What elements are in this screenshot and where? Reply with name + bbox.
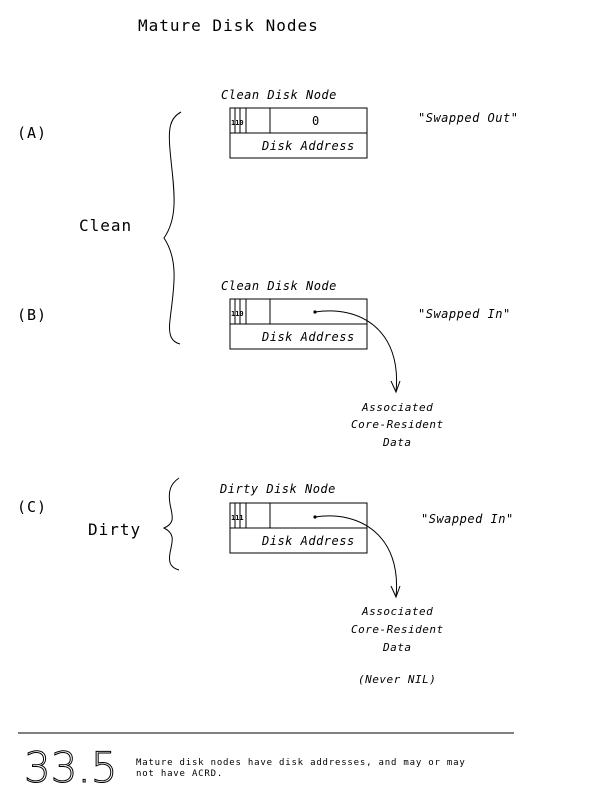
page-title: Mature Disk Nodes <box>138 16 319 35</box>
svg-text:Data: Data <box>382 436 412 449</box>
node-a-address: Disk Address <box>261 139 355 153</box>
node-c-box <box>229 502 368 554</box>
node-a-bits: 110 <box>231 119 244 127</box>
node-b-pointer-arrow <box>314 310 398 393</box>
node-c-bits: 111 <box>231 514 244 522</box>
label-b: (B) <box>17 306 47 324</box>
svg-text:Associated: Associated <box>361 401 433 414</box>
node-b-associated-data: Associated Core-Resident Data <box>351 401 444 449</box>
figure-number: 33.5 <box>24 743 118 792</box>
node-a-pointer: 0 <box>312 114 320 128</box>
label-dirty: Dirty <box>88 520 141 539</box>
node-c-title: Dirty Disk Node <box>219 482 336 496</box>
svg-text:Core-Resident: Core-Resident <box>351 418 444 431</box>
svg-text:Associated: Associated <box>361 605 433 618</box>
label-clean: Clean <box>79 216 132 235</box>
dirty-brace <box>162 477 180 571</box>
node-a-state: "Swapped Out" <box>418 111 518 125</box>
node-b-state: "Swapped In" <box>418 307 511 321</box>
node-c-address: Disk Address <box>261 534 355 548</box>
node-b-address: Disk Address <box>261 330 355 344</box>
node-c-pointer-arrow <box>314 515 398 598</box>
figure-caption-line2: not have ACRD. <box>136 769 223 779</box>
never-nil-note: (Never NIL) <box>358 673 436 686</box>
label-a: (A) <box>17 124 47 142</box>
node-c-associated-data: Associated Core-Resident Data <box>351 605 444 654</box>
node-a-box <box>229 107 368 159</box>
svg-text:Data: Data <box>382 641 412 654</box>
svg-text:Core-Resident: Core-Resident <box>351 623 444 636</box>
node-c-state: "Swapped In" <box>421 512 514 526</box>
node-c-arrowhead <box>390 585 401 599</box>
figure-caption-line1: Mature disk nodes have disk addresses, a… <box>136 758 466 768</box>
clean-brace <box>163 111 182 345</box>
node-b-bits: 110 <box>231 310 244 318</box>
node-b-title: Clean Disk Node <box>221 279 337 293</box>
label-c: (C) <box>17 498 47 516</box>
node-b-arrowhead <box>390 380 401 394</box>
node-a-title: Clean Disk Node <box>221 88 337 102</box>
node-b-box <box>229 298 368 350</box>
